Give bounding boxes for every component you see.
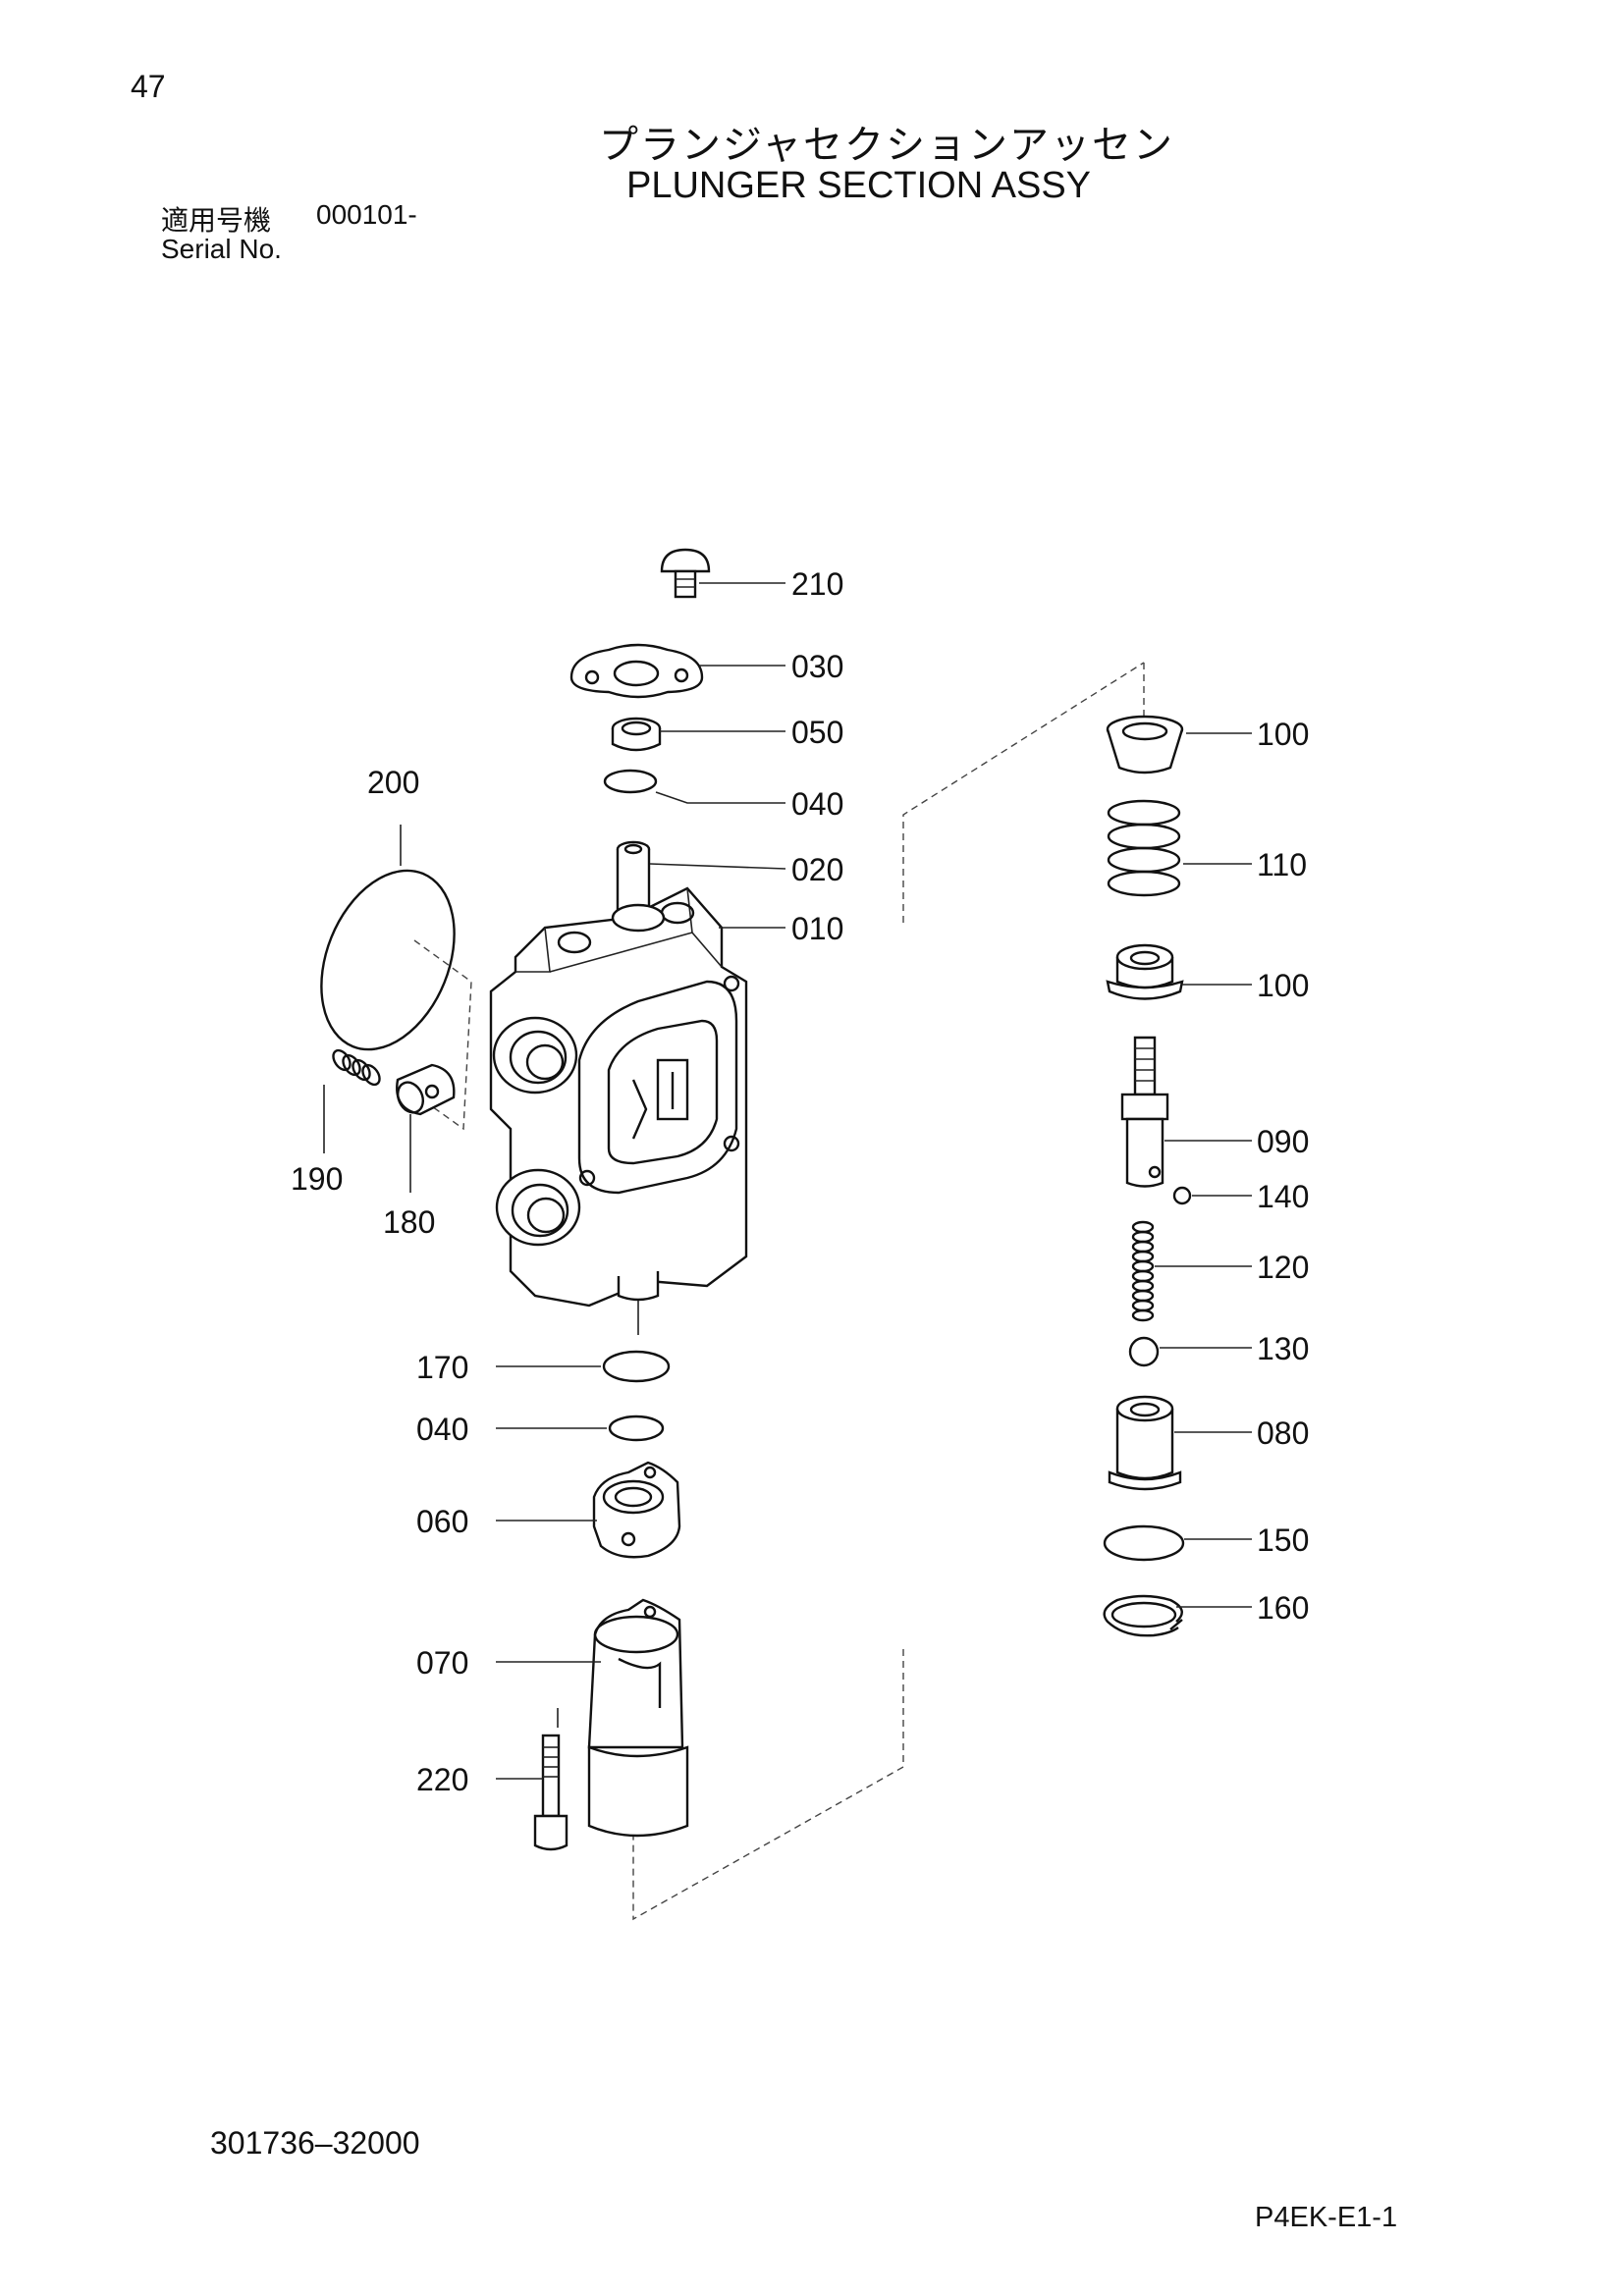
callout-120: 120 <box>1257 1250 1309 1285</box>
callout-100-lower: 100 <box>1257 968 1309 1003</box>
part-160-snap-ring <box>1103 1594 1183 1637</box>
callout-200: 200 <box>367 765 419 800</box>
part-140-small-ball <box>1172 1186 1192 1205</box>
part-190-small-spring <box>332 1048 381 1087</box>
serial-label-japanese: 適用号機 <box>161 204 272 237</box>
callout-150: 150 <box>1257 1522 1309 1558</box>
part-040-o-ring-upper <box>603 769 658 794</box>
part-060-flange-adapter <box>592 1461 681 1559</box>
title-japanese: プランジャセクションアッセン <box>599 123 1174 168</box>
callout-090: 090 <box>1257 1124 1309 1159</box>
part-070-housing <box>587 1598 689 1838</box>
part-090-piston <box>1120 1036 1169 1188</box>
callout-050: 050 <box>791 715 843 750</box>
drawing-part-number: 301736–32000 <box>210 2125 420 2161</box>
part-220-bolt <box>533 1708 568 1851</box>
page-code: P4EK-E1-1 <box>1255 2202 1398 2233</box>
part-120-coil-spring <box>1131 1220 1155 1322</box>
part-030-flange <box>569 643 704 699</box>
callout-190: 190 <box>291 1161 343 1197</box>
callout-140: 140 <box>1257 1179 1309 1214</box>
callout-130: 130 <box>1257 1331 1309 1366</box>
part-100-upper-seat <box>1106 715 1184 774</box>
callout-100-upper: 100 <box>1257 717 1309 752</box>
callout-labels: 210 030 050 040 020 010 200 190 180 170 … <box>291 566 1309 1797</box>
leader-lines <box>323 582 1252 1780</box>
callout-030: 030 <box>791 649 843 684</box>
title-english: PLUNGER SECTION ASSY <box>626 165 1092 206</box>
part-040-o-ring-lower <box>608 1415 665 1442</box>
serial-label-english: Serial No. <box>161 234 282 264</box>
callout-210: 210 <box>791 566 843 602</box>
callout-170: 170 <box>416 1350 468 1385</box>
part-050-bushing <box>611 717 662 752</box>
part-210-screw <box>660 548 711 599</box>
part-170-o-ring <box>602 1350 671 1383</box>
part-200-large-o-ring <box>320 869 456 1051</box>
callout-020: 020 <box>791 852 843 887</box>
page-number: 47 <box>131 69 166 104</box>
callout-040-upper: 040 <box>791 786 843 822</box>
part-020-spool <box>616 840 651 915</box>
part-180-plug <box>396 1063 456 1116</box>
callout-070: 070 <box>416 1645 468 1681</box>
assembly-guide-lines <box>413 662 1145 1921</box>
callout-180: 180 <box>383 1204 435 1240</box>
callout-040-lower: 040 <box>416 1412 468 1447</box>
part-080-sleeve <box>1108 1395 1182 1491</box>
part-150-disc <box>1103 1524 1185 1562</box>
part-130-ball <box>1128 1336 1160 1367</box>
part-110-spring <box>1107 799 1181 897</box>
callout-110: 110 <box>1257 847 1307 882</box>
callout-060: 060 <box>416 1504 468 1539</box>
callout-080: 080 <box>1257 1415 1309 1451</box>
part-010-valve-body <box>489 886 748 1335</box>
part-100-lower-seat <box>1106 943 1184 1000</box>
callout-220: 220 <box>416 1762 468 1797</box>
serial-value: 000101- <box>316 199 417 230</box>
callout-010: 010 <box>791 911 843 946</box>
callout-160: 160 <box>1257 1590 1309 1626</box>
